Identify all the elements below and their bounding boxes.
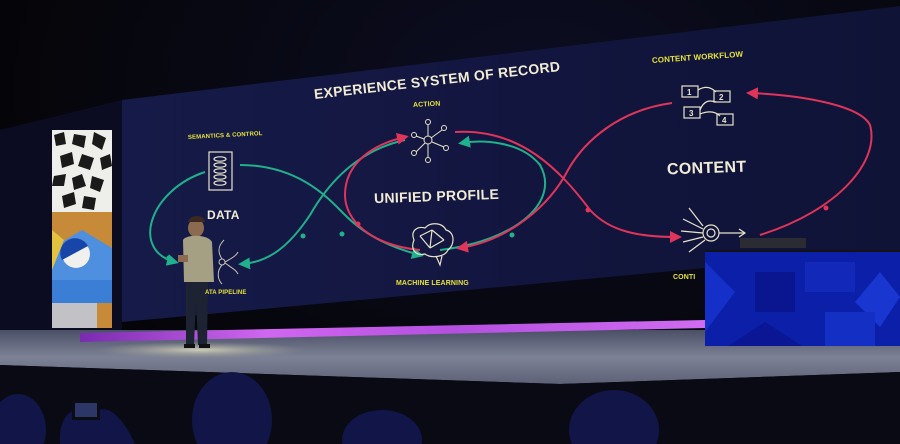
machine-learning-caption: MACHINE LEARNING bbox=[396, 280, 469, 287]
presenter bbox=[178, 216, 214, 348]
database-stack-icon bbox=[208, 151, 233, 191]
led-podium bbox=[705, 250, 900, 346]
svg-text:2: 2 bbox=[719, 93, 724, 102]
svg-text:1: 1 bbox=[687, 88, 692, 97]
action-caption: ACTION bbox=[412, 100, 441, 109]
svg-text:3: 3 bbox=[689, 109, 694, 118]
brain-network-icon bbox=[412, 223, 454, 267]
data-label: DATA bbox=[207, 208, 240, 222]
content-label: CONTENT bbox=[666, 158, 747, 179]
workflow-steps-icon bbox=[681, 85, 734, 126]
people-network-icon bbox=[411, 119, 449, 163]
decorative-pattern-panel bbox=[52, 130, 112, 328]
pipeline-spider-icon bbox=[217, 239, 239, 285]
svg-text:4: 4 bbox=[722, 116, 727, 125]
content-bottom-caption: CONTI bbox=[673, 274, 696, 281]
data-pipeline-caption: ATA PIPELINE bbox=[205, 290, 247, 296]
distribution-hub-icon bbox=[680, 207, 747, 253]
